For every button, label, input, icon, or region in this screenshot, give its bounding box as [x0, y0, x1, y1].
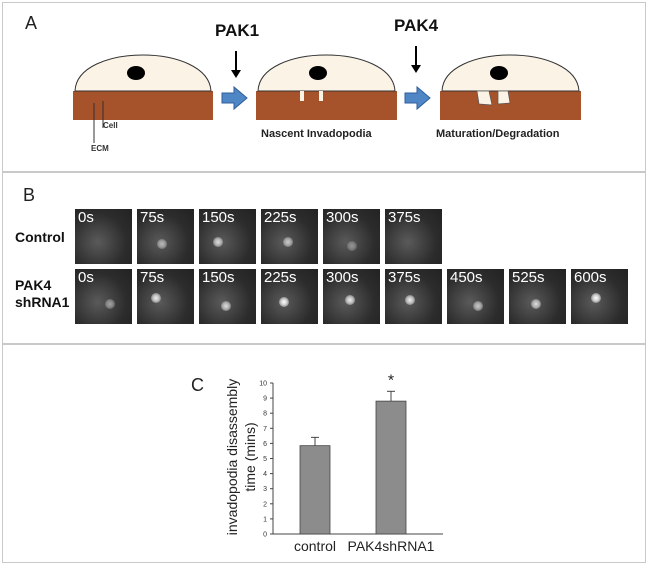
- bar: [299, 445, 331, 535]
- pak1-label: PAK1: [215, 21, 260, 40]
- bar: [375, 400, 407, 535]
- pak4-frame: 450s: [447, 269, 504, 324]
- pak4-row-label-line1: PAK4: [15, 277, 52, 293]
- significance-marker: *: [388, 372, 394, 389]
- fluorescent-spot: [213, 237, 223, 247]
- chart-marks: 0 1 2 3 4 5 6 7 8 9 10 control PAK4shRNA1 *: [259, 372, 443, 554]
- pak4-frame: 300s: [323, 269, 380, 324]
- ecm-label: ECM: [91, 144, 109, 153]
- panel-a: A PAK1 PAK4 Cell ECM Nascent Invadop: [2, 2, 646, 172]
- frame-time-label: 225s: [264, 269, 297, 286]
- y-tick-label: 1: [263, 516, 267, 523]
- control-frame: 225s: [261, 209, 318, 264]
- frame-time-label: 450s: [450, 269, 483, 286]
- panel-c-label: C: [191, 375, 204, 395]
- y-tick-label: 4: [263, 471, 267, 478]
- x-tick-label: PAK4shRNA1: [348, 538, 435, 554]
- ecm-layer-2: [256, 91, 397, 120]
- panel-b-label: B: [23, 185, 36, 205]
- frame-time-label: 300s: [326, 209, 359, 226]
- panel-a-label: A: [25, 13, 38, 33]
- fluorescent-spot: [405, 295, 415, 305]
- frame-time-label: 75s: [140, 209, 165, 226]
- y-axis-label-line2: time (mins): [242, 422, 258, 491]
- control-row-label: Control: [15, 229, 65, 245]
- pak4-frame: 75s: [137, 269, 194, 324]
- pak4-label: PAK4: [394, 16, 439, 35]
- y-tick-label: 6: [263, 441, 267, 448]
- y-tick-label: 10: [259, 381, 267, 388]
- y-tick-label: 5: [263, 456, 267, 463]
- frame-time-label: 225s: [264, 209, 297, 226]
- cell-label: Cell: [103, 121, 118, 130]
- pak4-frame: 600s: [571, 269, 628, 324]
- frame-time-label: 375s: [388, 269, 421, 286]
- frame-time-label: 300s: [326, 269, 359, 286]
- pak4-row-label-line2: shRNA1: [15, 294, 70, 310]
- fluorescent-spot: [473, 301, 483, 311]
- pak1-arrow-head: [231, 70, 241, 78]
- pak4-frame: 225s: [261, 269, 318, 324]
- fluorescent-spot: [531, 299, 541, 309]
- control-frame: 75s: [137, 209, 194, 264]
- y-axis-label-line1: invadopodia disassembly: [224, 379, 240, 535]
- nucleus-1: [127, 66, 145, 80]
- maturation-degradation-caption: Maturation/Degradation: [436, 128, 560, 140]
- disassembly-time-bar-chart: C invadopodia disassembly time (mins) 0 1…: [191, 372, 443, 554]
- mature-invadopodium-2: [497, 90, 511, 105]
- y-tick-label: 0: [263, 532, 267, 539]
- pak4-frame: 375s: [385, 269, 442, 324]
- frame-time-label: 600s: [574, 269, 607, 286]
- nascent-invadopodium-1: [300, 91, 304, 101]
- control-frame: 300s: [323, 209, 380, 264]
- fluorescent-spot: [283, 237, 293, 247]
- panel-c: C invadopodia disassembly time (mins) 0 1…: [2, 344, 646, 563]
- control-frame: 150s: [199, 209, 256, 264]
- frame-time-label: 0s: [78, 269, 94, 286]
- nucleus-2: [309, 66, 327, 80]
- frame-time-label: 0s: [78, 209, 94, 226]
- fluorescent-spot: [347, 241, 357, 251]
- y-tick-label: 2: [263, 501, 267, 508]
- y-tick-label: 9: [263, 396, 267, 403]
- frame-time-label: 375s: [388, 209, 421, 226]
- flow-arrow-1: [221, 85, 248, 111]
- pak4-frame: 150s: [199, 269, 256, 324]
- x-tick-label: control: [294, 538, 336, 554]
- cell-body-3: [441, 54, 580, 92]
- mature-invadopodium-1: [476, 90, 493, 106]
- frame-time-label: 75s: [140, 269, 165, 286]
- y-tick-label: 8: [263, 411, 267, 418]
- nascent-invadopodia-caption: Nascent Invadopodia: [261, 128, 372, 140]
- invadopodia-schematic: [73, 46, 581, 143]
- control-frame: 375s: [385, 209, 442, 264]
- y-tick-label: 3: [263, 486, 267, 493]
- fluorescent-spot: [591, 293, 601, 303]
- y-tick-label: 7: [263, 426, 267, 433]
- fluorescent-spot: [221, 301, 231, 311]
- nascent-invadopodium-2: [319, 91, 323, 101]
- fluorescent-spot: [279, 297, 289, 307]
- nucleus-3: [490, 66, 508, 80]
- fluorescent-spot: [157, 239, 167, 249]
- pak4-frame: 0s: [75, 269, 132, 324]
- panel-b: B Control PAK4 shRNA1 0s 75s 150s 225s 3…: [2, 172, 646, 344]
- fluorescent-spot: [345, 295, 355, 305]
- pak4-arrow-head: [411, 65, 421, 73]
- ecm-layer-3: [440, 91, 581, 120]
- fluorescent-spot: [151, 293, 161, 303]
- ecm-layer-1: [73, 91, 213, 120]
- control-frame: 0s: [75, 209, 132, 264]
- frame-time-label: 150s: [202, 269, 235, 286]
- pak4-frame: 525s: [509, 269, 566, 324]
- frame-time-label: 150s: [202, 209, 235, 226]
- fluorescent-spot: [105, 299, 115, 309]
- frame-time-label: 525s: [512, 269, 545, 286]
- flow-arrow-2: [404, 85, 431, 111]
